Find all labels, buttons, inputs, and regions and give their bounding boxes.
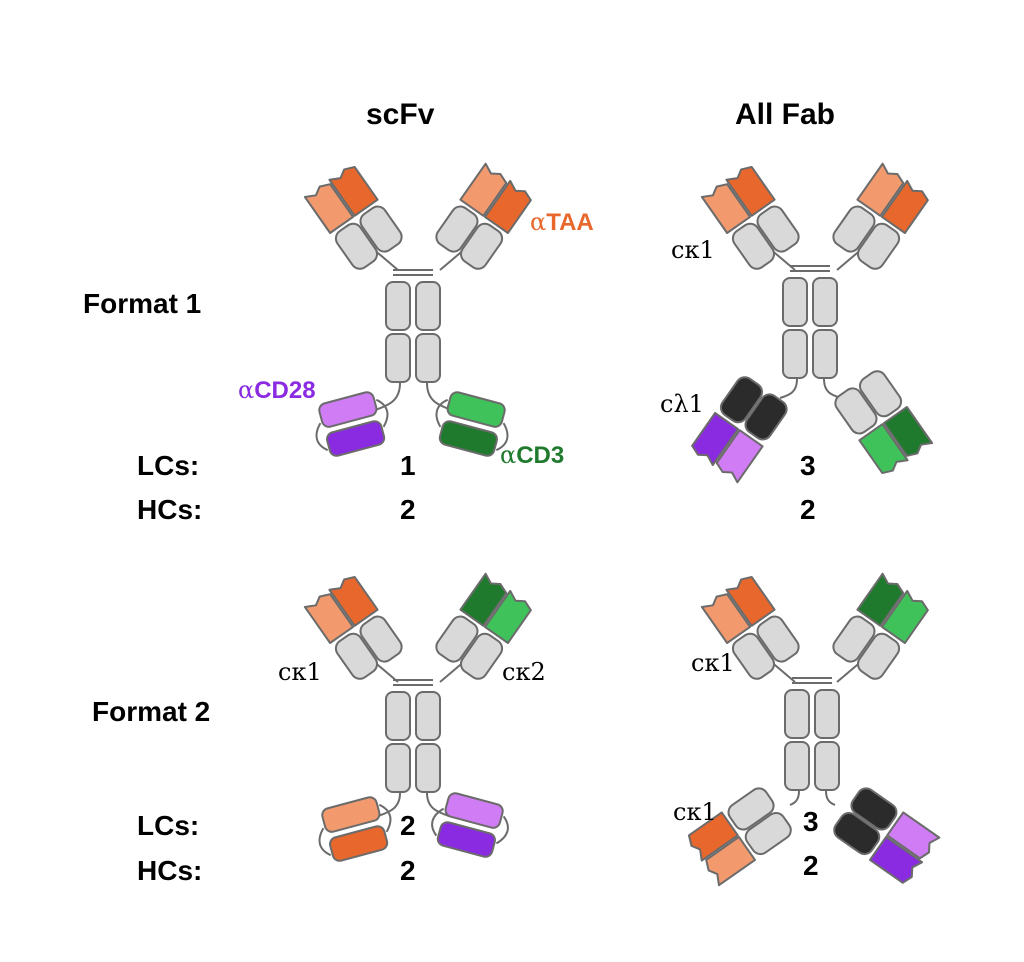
f2-fab-lc-count: 3 xyxy=(803,806,819,837)
f1-fab-lc-count: 3 xyxy=(800,450,816,481)
f2-fab-chain-label-k1-top: cκ1 xyxy=(691,649,735,677)
f2-fab-chain-label-k1-bottom: cκ1 xyxy=(673,798,717,826)
f1-scfv-taa-fab-left xyxy=(305,164,405,273)
f2-scfv-lc-count: 2 xyxy=(400,810,416,841)
f1-scfv-lc-count: 1 xyxy=(400,450,416,481)
f1-fab-fc xyxy=(782,265,838,379)
f1-fab-chain-label-l1: cλ1 xyxy=(660,390,704,418)
f1-scfv-antibody xyxy=(305,164,533,461)
f2-scfv-antibody xyxy=(305,574,533,866)
f2-fab-cd28-fab xyxy=(831,785,940,885)
target-label-cd3: αCD3 xyxy=(500,441,565,469)
f1-scfv-cd28-scfv xyxy=(307,387,396,461)
row-label-format1: Format 1 xyxy=(83,288,202,319)
target-label-taa: αTAA xyxy=(530,208,594,236)
f2-scfv-chain-label-k1: cκ1 xyxy=(278,658,322,686)
f2-lcs-label: LCs: xyxy=(137,810,200,841)
f1-scfv-hc-count: 2 xyxy=(400,494,416,525)
f1-fab-hc-count: 2 xyxy=(800,494,816,525)
column-title-scfv: scFv xyxy=(366,98,435,131)
f1-fab-antibody xyxy=(690,164,932,483)
row-label-format2: Format 2 xyxy=(92,696,211,727)
f1-fab-taa-fab-right xyxy=(830,164,930,273)
f1-fab-cd3-fab xyxy=(832,368,932,477)
target-label-cd28: αCD28 xyxy=(238,376,316,404)
f2-fab-fc xyxy=(784,677,840,791)
f1-scfv-taa-fab-right xyxy=(433,164,533,273)
f1-fab-chain-label-k1: cκ1 xyxy=(671,236,715,264)
f2-scfv-cd28-scfv xyxy=(426,788,515,862)
f1-hcs-label: HCs: xyxy=(137,494,203,525)
f2-scfv-taa-scfv xyxy=(310,792,399,866)
f1-scfv-fc xyxy=(385,269,441,383)
f2-scfv-chain-label-k2: cκ2 xyxy=(502,658,546,686)
f2-fab-cd3-fab xyxy=(830,574,930,683)
f2-fab-hc-count: 2 xyxy=(803,850,819,881)
f2-fab-antibody xyxy=(686,574,940,885)
f1-fab-cd28-fab xyxy=(690,374,790,483)
f2-scfv-fc xyxy=(385,679,441,793)
f1-lcs-label: LCs: xyxy=(137,450,200,481)
f1-fab-taa-fab-left xyxy=(702,164,802,273)
f2-scfv-hc-count: 2 xyxy=(400,855,416,886)
column-title-allfab: All Fab xyxy=(735,98,836,131)
f2-hcs-label: HCs: xyxy=(137,855,203,886)
